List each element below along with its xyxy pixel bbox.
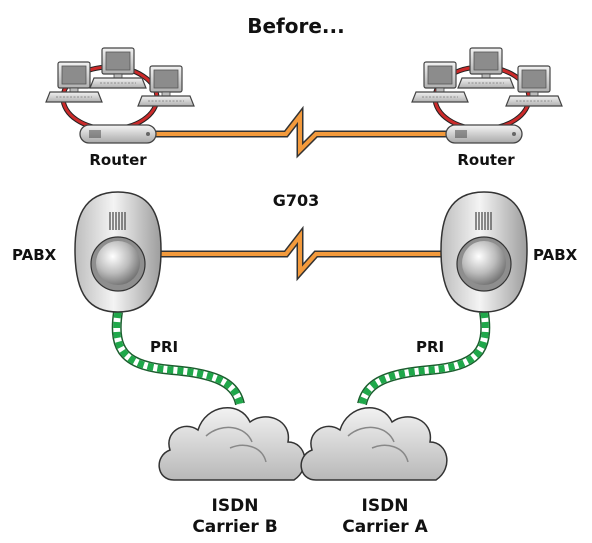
wan-link-routers bbox=[152, 105, 446, 159]
router-left-icon bbox=[79, 124, 157, 144]
carrier-b-label: ISDN Carrier B bbox=[170, 496, 300, 538]
carrier-b-line1: ISDN bbox=[211, 496, 259, 516]
cloud-carrier-b-icon bbox=[158, 406, 306, 481]
router-left-label: Router bbox=[89, 151, 147, 169]
g703-link bbox=[156, 225, 446, 282]
pabx-left-label: PABX bbox=[12, 246, 57, 264]
pabx-left-icon bbox=[74, 191, 162, 313]
computer-icon bbox=[505, 65, 563, 107]
router-right-icon bbox=[445, 124, 523, 144]
carrier-a-line2: Carrier A bbox=[342, 517, 428, 537]
pri-link-right bbox=[357, 311, 491, 406]
carrier-b-line2: Carrier B bbox=[192, 517, 278, 537]
g703-label: G703 bbox=[272, 191, 320, 210]
cloud-carrier-a-icon bbox=[300, 406, 448, 481]
router-right-label: Router bbox=[457, 151, 515, 169]
pabx-right-icon bbox=[440, 191, 528, 313]
pri-link-left bbox=[111, 311, 245, 406]
diagram-title: Before... bbox=[247, 14, 345, 38]
carrier-a-line1: ISDN bbox=[361, 496, 409, 516]
pri-left-label: PRI bbox=[150, 338, 179, 356]
pri-right-label: PRI bbox=[416, 338, 445, 356]
computer-icon bbox=[137, 65, 195, 107]
pabx-right-label: PABX bbox=[533, 246, 578, 264]
carrier-a-label: ISDN Carrier A bbox=[320, 496, 450, 538]
